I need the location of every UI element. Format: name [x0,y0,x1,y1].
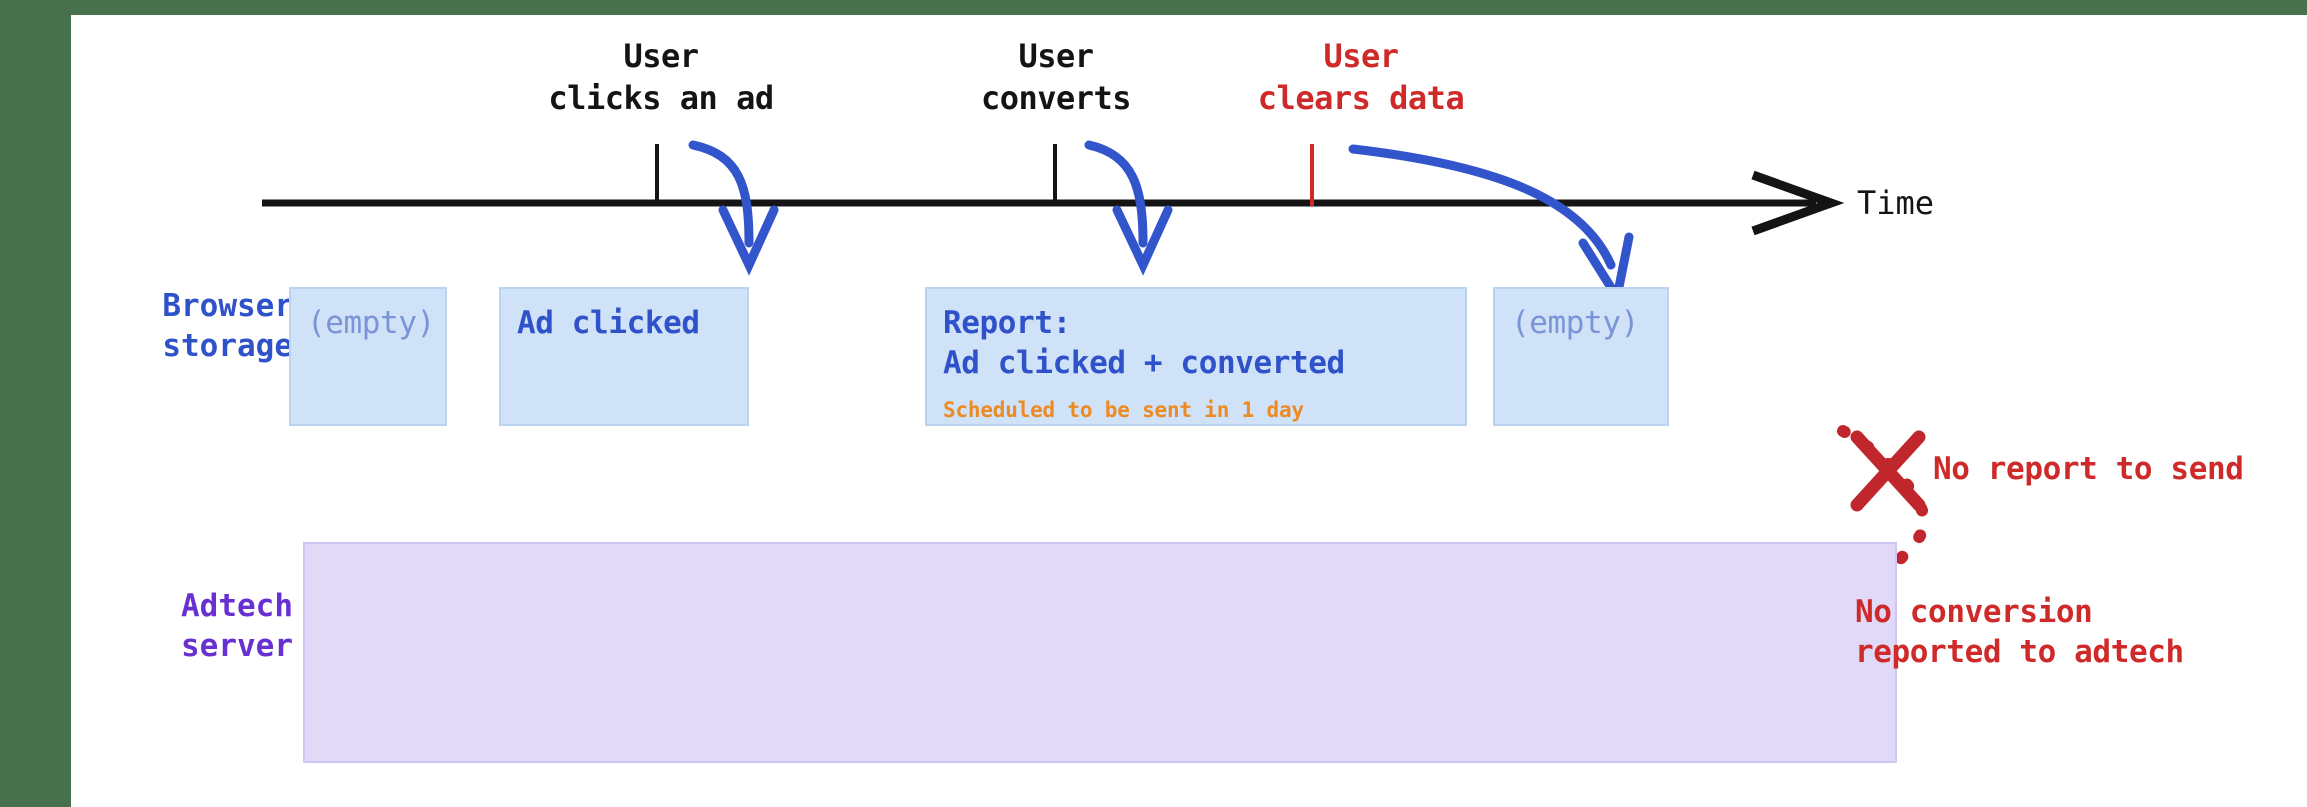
event-label-convert: User converts [980,37,1132,118]
storage-box-ad-clicked: Ad clicked [499,287,749,426]
storage-box-text: (empty) [1511,305,1639,341]
storage-box-report: Report: Ad clicked + converted Scheduled… [925,287,1467,426]
adtech-server-box [303,542,1897,763]
event-label-click: User clicks an ad [548,37,774,118]
axis-label-time: Time [1857,184,1935,222]
storage-box-text: Report: Ad clicked + converted [943,305,1345,382]
storage-box-empty-cleared: (empty) [1493,287,1669,426]
row-label-adtech-server: Adtech server [181,588,293,664]
red-x-icon [1850,430,1926,512]
annotation-no-conversion-reported: No conversion reported to adtech [1855,594,2184,671]
storage-box-text: (empty) [307,305,435,341]
storage-box-text: Ad clicked [517,305,700,341]
storage-box-empty-initial: (empty) [289,287,447,426]
storage-box-subtext: Scheduled to be sent in 1 day [943,397,1304,422]
diagram-canvas: User clicks an ad User converts User cle… [71,15,2307,807]
row-label-browser-storage: Browser storage [162,288,293,364]
event-label-clear: User clears data [1257,37,1465,118]
time-axis [262,170,1845,236]
blue-event-arrows [688,140,1634,309]
annotation-no-report-to-send: No report to send [1933,451,2244,487]
